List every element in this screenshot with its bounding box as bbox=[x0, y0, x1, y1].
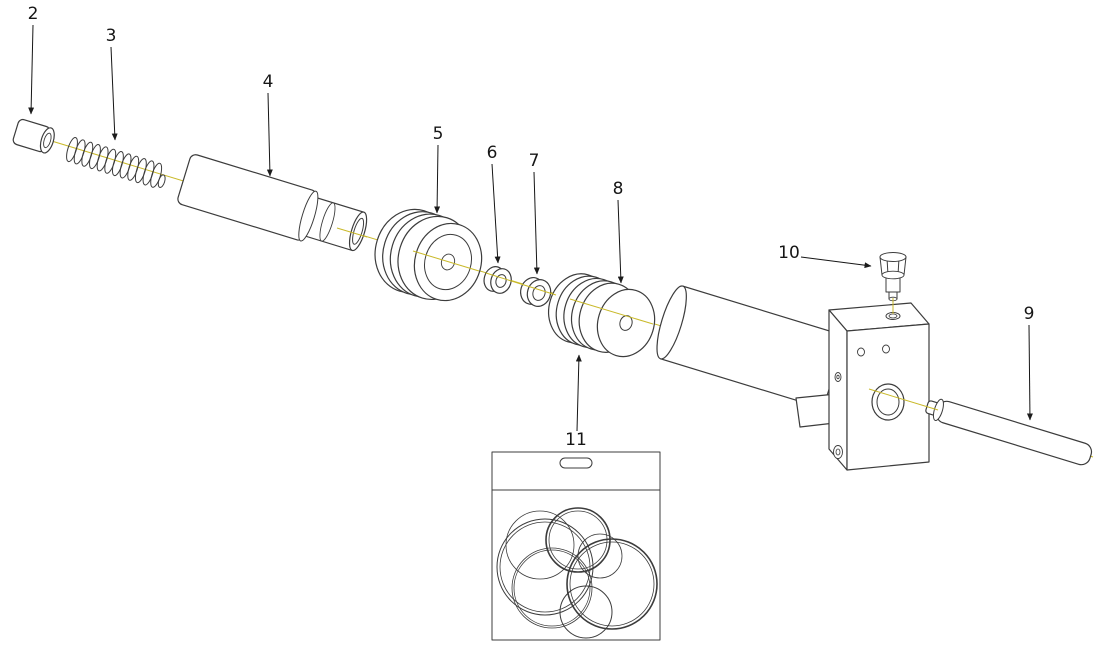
part-3-spring bbox=[63, 135, 166, 189]
leader-4 bbox=[266, 92, 273, 177]
part-6-washer bbox=[483, 266, 512, 294]
leader-9 bbox=[1026, 324, 1033, 421]
block-bolt-hole-1 bbox=[857, 347, 865, 357]
block-counterbore bbox=[833, 445, 843, 459]
part-label-11: 11 bbox=[565, 430, 587, 450]
part-4-piston-rod bbox=[177, 154, 368, 252]
leader-11 bbox=[575, 354, 582, 432]
fitting-flange bbox=[881, 270, 905, 280]
washer-hole bbox=[495, 274, 507, 288]
part-label-6: 6 bbox=[487, 143, 498, 163]
part-2-cap bbox=[12, 118, 55, 154]
block-bolt-hole-2 bbox=[882, 344, 890, 354]
leader-10 bbox=[800, 256, 872, 269]
piston-center-hole bbox=[619, 315, 633, 331]
leader-3 bbox=[110, 46, 118, 141]
part-9-rod bbox=[925, 398, 1093, 466]
valve-body-block bbox=[828, 302, 930, 471]
leader-6 bbox=[491, 163, 501, 264]
kit-orings bbox=[496, 507, 658, 639]
leader-2 bbox=[28, 24, 35, 115]
part-11-oring-kit bbox=[491, 451, 661, 641]
leader-7 bbox=[533, 171, 540, 275]
rod-body bbox=[177, 154, 317, 241]
part-labels: 2 3 4 5 6 7 8 9 10 11 bbox=[28, 4, 1035, 450]
rod-shoulder bbox=[298, 190, 319, 242]
part-10-fitting bbox=[879, 252, 907, 302]
kit-bag-hang-slot bbox=[559, 457, 593, 469]
drawing bbox=[12, 118, 1093, 641]
part-label-4: 4 bbox=[263, 72, 274, 92]
block-side-hole bbox=[834, 372, 842, 382]
rod9-body bbox=[935, 400, 1093, 466]
leader-5 bbox=[434, 144, 441, 214]
fitting-head-top bbox=[879, 252, 907, 262]
part-8-piston bbox=[548, 273, 656, 358]
cylinder-end-cap bbox=[656, 285, 687, 360]
part-label-7: 7 bbox=[529, 151, 540, 171]
rod-bore bbox=[352, 217, 365, 245]
kit-bag bbox=[491, 451, 661, 641]
valve-body-cylinder bbox=[656, 285, 846, 410]
part-label-8: 8 bbox=[613, 179, 624, 199]
leader-8 bbox=[617, 199, 624, 284]
part-label-10: 10 bbox=[778, 243, 800, 263]
part-7-seal-ring bbox=[520, 277, 552, 307]
seal-hole bbox=[532, 285, 546, 301]
block-main-port-thread bbox=[876, 388, 900, 416]
leader-lines bbox=[28, 24, 1033, 432]
centerline-overlay bbox=[336, 227, 939, 411]
rod-groove bbox=[319, 202, 336, 242]
part-label-2: 2 bbox=[28, 4, 39, 24]
cap-inner-bore bbox=[43, 132, 52, 149]
part-label-3: 3 bbox=[106, 26, 117, 46]
part-label-5: 5 bbox=[433, 124, 444, 144]
part-label-9: 9 bbox=[1024, 304, 1035, 324]
spring-end-loop bbox=[157, 174, 166, 188]
spring-coils bbox=[63, 135, 165, 189]
